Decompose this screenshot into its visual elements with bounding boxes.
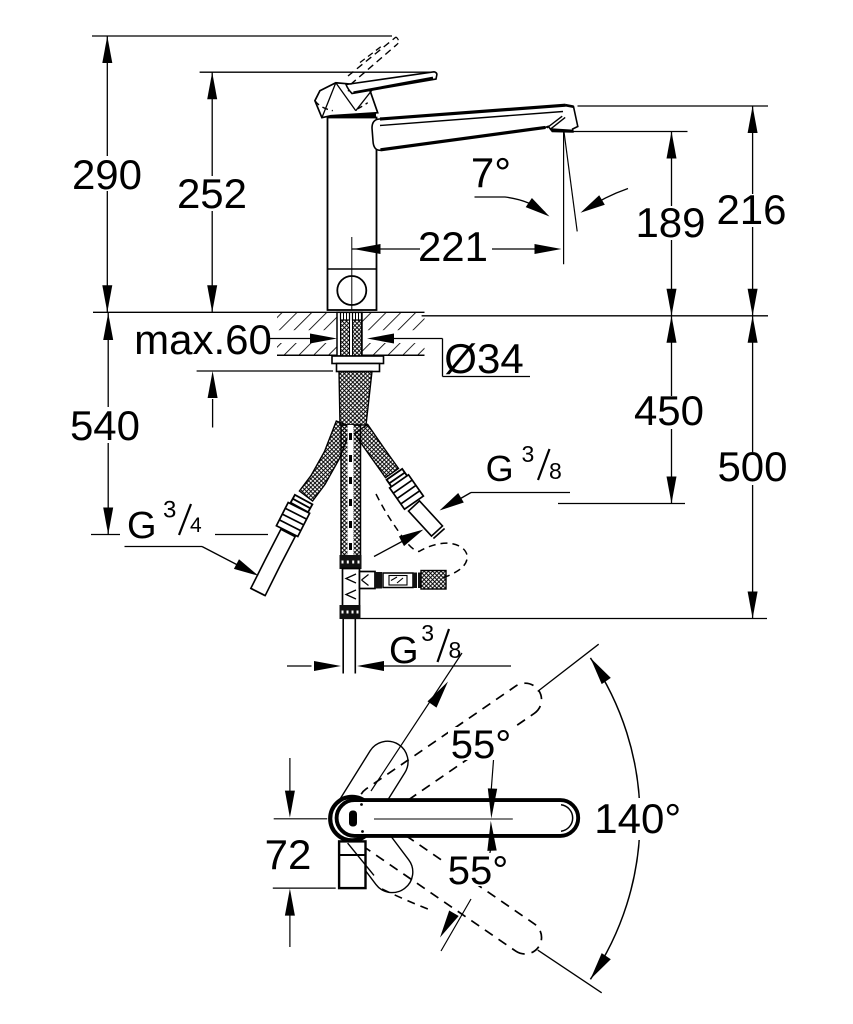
svg-text:3: 3 [163, 497, 176, 524]
svg-text:500: 500 [717, 443, 787, 490]
svg-text:3: 3 [522, 441, 535, 467]
svg-text:7°: 7° [471, 149, 511, 196]
svg-text:540: 540 [70, 402, 140, 449]
svg-text:4: 4 [190, 514, 202, 537]
svg-text:max.60: max.60 [134, 316, 272, 363]
svg-text:55°: 55° [451, 723, 512, 767]
svg-text:450: 450 [634, 387, 704, 434]
svg-text:Ø34: Ø34 [444, 335, 523, 382]
svg-text:G: G [389, 630, 419, 672]
svg-text:221: 221 [418, 223, 488, 270]
svg-text:3: 3 [421, 620, 434, 646]
svg-text:216: 216 [716, 186, 786, 233]
svg-text:8: 8 [449, 637, 462, 663]
svg-text:55°: 55° [448, 849, 509, 893]
svg-text:72: 72 [265, 831, 312, 878]
svg-text:G: G [127, 505, 157, 547]
svg-text:252: 252 [177, 170, 247, 217]
svg-text:140°: 140° [594, 795, 681, 842]
svg-text:8: 8 [549, 458, 562, 484]
svg-text:189: 189 [635, 199, 705, 246]
svg-text:G: G [486, 448, 514, 489]
svg-text:290: 290 [72, 151, 142, 198]
